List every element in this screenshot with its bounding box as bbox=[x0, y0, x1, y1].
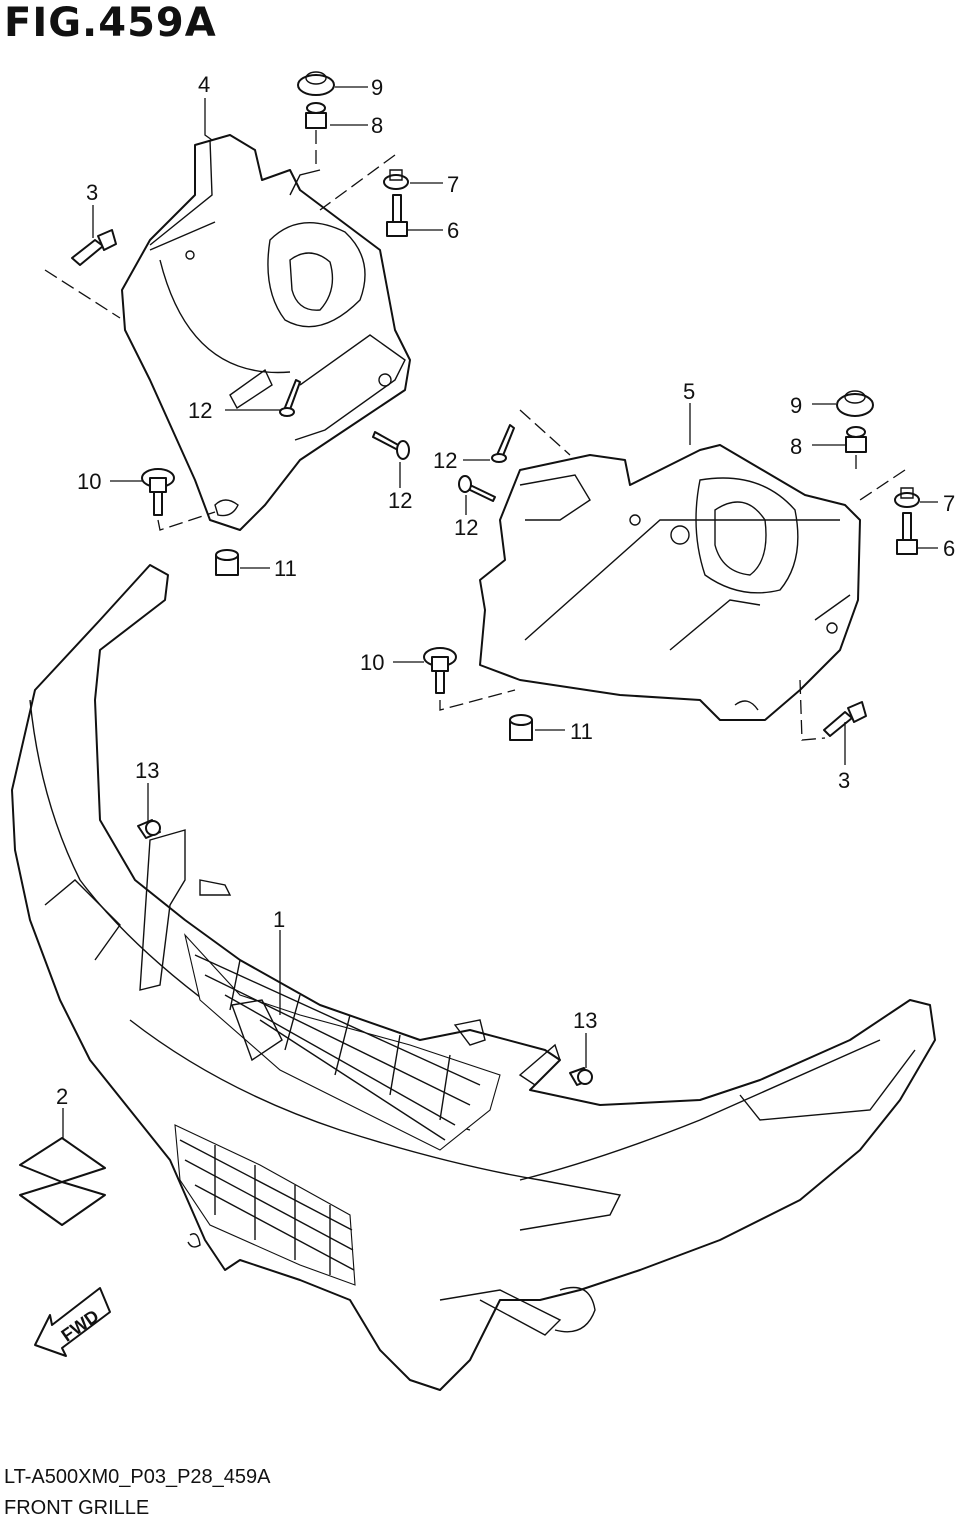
part-6-bolt-left bbox=[386, 194, 408, 237]
part-11-damper-left bbox=[215, 549, 239, 576]
callout-10-right: 10 bbox=[360, 650, 384, 675]
fwd-direction-arrow: FWD bbox=[34, 1287, 111, 1357]
callout-11-left: 11 bbox=[274, 556, 297, 581]
part-9-grommet-left bbox=[297, 71, 335, 96]
part-9-grommet-right bbox=[836, 390, 874, 417]
part-5-right-bracket bbox=[479, 444, 861, 721]
figure-title: FIG.459A bbox=[4, 0, 217, 46]
callout-12-left-a: 12 bbox=[188, 398, 212, 423]
callout-13-left: 13 bbox=[135, 758, 159, 783]
callout-2: 2 bbox=[56, 1084, 68, 1109]
part-3-clip-left bbox=[71, 229, 117, 266]
part-3-clip-right bbox=[823, 701, 867, 737]
figure-code: LT-A500XM0_P03_P28_459A bbox=[4, 1466, 271, 1488]
callout-4: 4 bbox=[198, 72, 210, 97]
callout-5: 5 bbox=[683, 379, 695, 404]
callout-labels: 9 8 7 6 4 3 12 12 10 11 5 9 8 7 6 12 12 … bbox=[56, 72, 955, 1109]
callout-12-right-a: 12 bbox=[433, 448, 457, 473]
part-13-clip-right bbox=[569, 1067, 593, 1086]
callout-6-left: 6 bbox=[447, 218, 459, 243]
part-7-nut-right bbox=[894, 487, 920, 508]
part-12-screw-right-b bbox=[458, 475, 496, 502]
callout-10-left: 10 bbox=[77, 469, 101, 494]
part-4-left-bracket bbox=[121, 134, 411, 531]
part-7-nut-left bbox=[383, 169, 409, 190]
part-8-collar-right bbox=[845, 426, 867, 453]
callout-3-left: 3 bbox=[86, 180, 98, 205]
callout-9-left: 9 bbox=[371, 75, 383, 100]
callout-12-left-b: 12 bbox=[388, 488, 412, 513]
callout-11-right: 11 bbox=[570, 719, 593, 744]
callout-6-right: 6 bbox=[943, 536, 955, 561]
part-10-bolt-right bbox=[423, 647, 457, 694]
figure-name: FRONT GRILLE bbox=[4, 1497, 150, 1519]
part-12-screw-left-a bbox=[279, 379, 301, 417]
part-13-clip-left bbox=[137, 819, 161, 839]
callout-7-right: 7 bbox=[943, 491, 955, 516]
callout-8-left: 8 bbox=[371, 113, 383, 138]
part-8-collar-left bbox=[305, 102, 327, 129]
callout-12-right-b: 12 bbox=[454, 515, 478, 540]
part-12-screw-left-b bbox=[372, 431, 410, 460]
callout-1: 1 bbox=[273, 907, 285, 932]
part-2-emblem bbox=[19, 1137, 106, 1226]
callout-3-right: 3 bbox=[838, 768, 850, 793]
part-10-bolt-left bbox=[141, 468, 175, 516]
part-11-damper-right bbox=[509, 714, 533, 741]
callout-leader-lines bbox=[62, 86, 938, 1138]
callout-8-right: 8 bbox=[790, 434, 802, 459]
part-1-front-grille bbox=[11, 564, 936, 1391]
part-6-bolt-right bbox=[896, 512, 918, 555]
lower-grille-mesh bbox=[174, 1124, 356, 1286]
assembly-dashed-lines bbox=[44, 130, 906, 741]
callout-13-right: 13 bbox=[573, 1008, 597, 1033]
callout-7-left: 7 bbox=[447, 172, 459, 197]
part-12-screw-right-a bbox=[491, 424, 515, 463]
callout-9-right: 9 bbox=[790, 393, 802, 418]
